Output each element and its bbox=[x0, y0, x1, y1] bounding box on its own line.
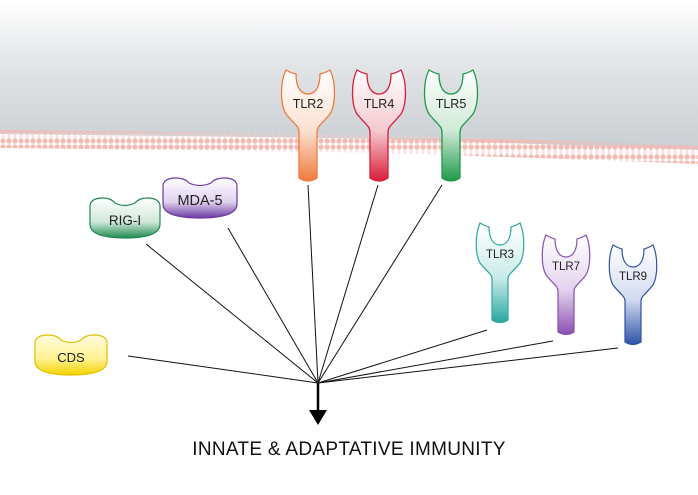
signal-line-cds bbox=[127, 355, 319, 384]
receptor-tlr5: TLR5 bbox=[423, 69, 479, 182]
signal-line-tlr3 bbox=[317, 329, 488, 384]
receptor-label-tlr5: TLR5 bbox=[436, 97, 467, 111]
receptor-label-tlr7: TLR7 bbox=[552, 261, 580, 273]
signal-line-mda5 bbox=[227, 227, 319, 384]
receptor-tlr2: TLR2 bbox=[280, 69, 336, 182]
receptor-tlr7: TLR7 bbox=[541, 234, 591, 336]
receptor-tlr9: TLR9 bbox=[608, 244, 658, 346]
sensor-cds: CDS bbox=[34, 334, 108, 376]
signal-line-tlr2 bbox=[307, 184, 319, 384]
immunity-arrow-head bbox=[309, 410, 327, 425]
receptor-label-tlr3: TLR3 bbox=[486, 249, 514, 261]
sensor-label-cds: CDS bbox=[57, 350, 85, 365]
signal-line-tlr9 bbox=[317, 347, 619, 384]
receptor-label-tlr2: TLR2 bbox=[293, 97, 324, 111]
receptor-label-tlr4: TLR4 bbox=[364, 97, 395, 111]
signal-line-tlr7 bbox=[317, 340, 554, 384]
sensor-mda5: MDA-5 bbox=[162, 177, 238, 219]
cell-membrane bbox=[0, 130, 698, 164]
sensor-label-rigi: RIG-I bbox=[109, 213, 141, 228]
immunity-caption: INNATE & ADAPTATIVE IMMUNITY bbox=[192, 439, 506, 460]
sensor-label-mda5: MDA-5 bbox=[177, 193, 222, 209]
signal-lines bbox=[127, 184, 619, 384]
signal-line-rigi bbox=[145, 243, 319, 384]
receptor-label-tlr9: TLR9 bbox=[619, 271, 647, 283]
sensor-rigi: RIG-I bbox=[89, 197, 161, 239]
signal-line-tlr5 bbox=[317, 184, 443, 384]
receptor-tlr3: TLR3 bbox=[475, 222, 525, 324]
receptor-tlr4: TLR4 bbox=[351, 69, 407, 182]
extracellular-space bbox=[0, 0, 698, 150]
signal-line-tlr4 bbox=[317, 184, 379, 384]
